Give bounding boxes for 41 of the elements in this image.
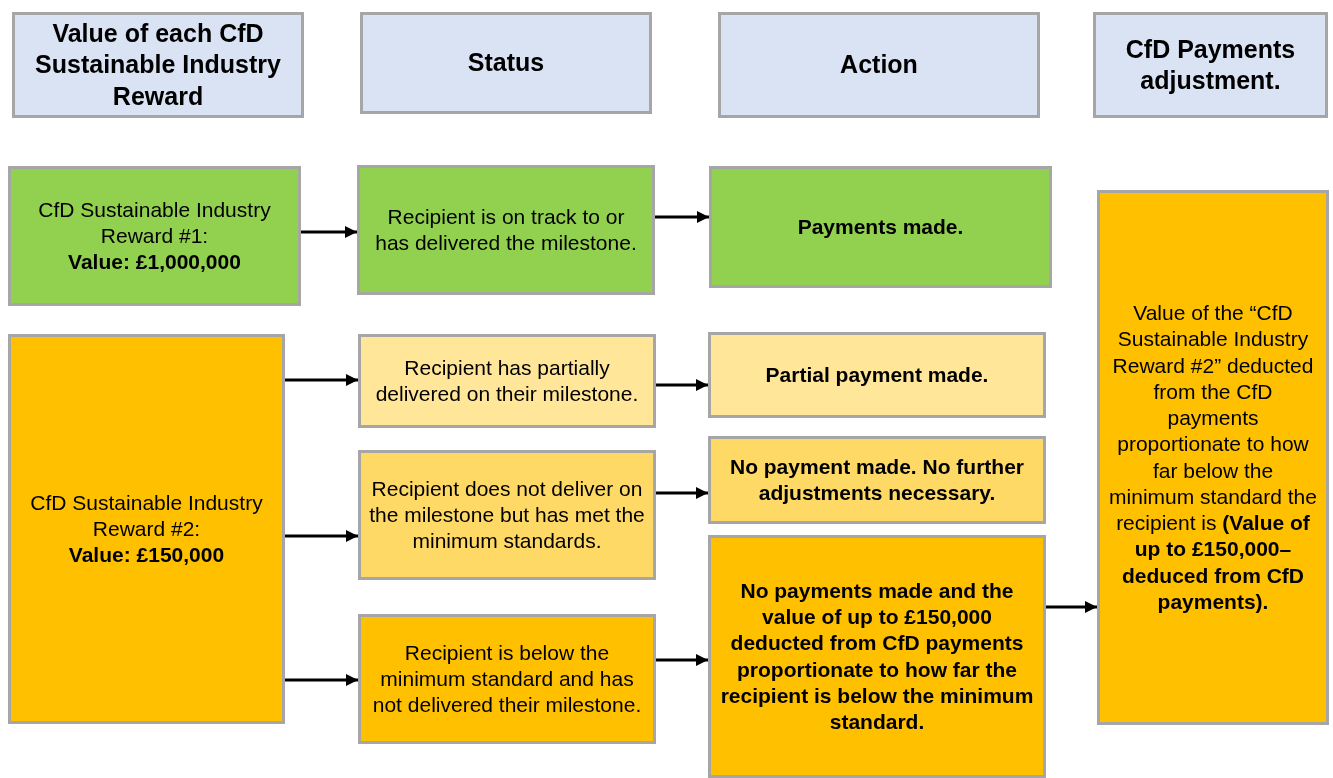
status-box: [358, 450, 656, 580]
arrow: [655, 211, 709, 223]
action-box: [708, 535, 1046, 778]
box-text: CfD Sustainable Industry Reward #1:: [37, 196, 272, 249]
box-text: No payment made. No further adjustments necessary.: [728, 453, 1025, 506]
action-box: [708, 332, 1046, 418]
arrow: [1046, 601, 1097, 613]
column-header-box: [718, 12, 1040, 118]
box-text: Partial payment made.: [765, 361, 989, 388]
box-text: Recipient has partially delivered on their milestone.: [374, 354, 640, 407]
arrow: [656, 487, 708, 499]
status-box: [358, 334, 656, 428]
adjustment-box: [1097, 190, 1329, 725]
box-text: Recipient is below the minimum standard and has not delivered their milestone.: [371, 639, 643, 719]
arrow: [656, 379, 708, 391]
column-heading: CfD Payments adjustment.: [1124, 33, 1297, 96]
box-text: No payments made and the value of up to £150,000 deducted from CfD payments proportionate to how far the recipient is below the minimum standard.: [719, 577, 1035, 735]
arrow: [285, 674, 358, 686]
column-heading: Action: [840, 49, 918, 81]
box-text: CfD Sustainable Industry Reward #2:: [29, 489, 264, 542]
reward-box: [8, 334, 285, 724]
column-heading: Value of each CfD Sustainable Industry Reward: [34, 18, 282, 112]
status-box: [358, 614, 656, 744]
arrow: [285, 530, 358, 542]
box-text: Value: £150,000: [68, 542, 225, 569]
reward-box: [8, 166, 301, 306]
column-header-box: [1093, 12, 1328, 118]
box-text: Value of the “CfD Sustainable Industry Reward #2” deducted from the CfD payments proportionate to how far below the minimum standard the recipient is (Value of up to £150,000– deduced from CfD payments).: [1108, 300, 1318, 615]
box-text: Recipient does not deliver on the milestone but has met the minimum standards.: [369, 475, 645, 555]
action-box: [709, 166, 1052, 288]
arrow: [285, 374, 358, 386]
column-heading: Status: [467, 47, 545, 79]
column-header-box: [360, 12, 652, 114]
arrow: [301, 226, 357, 238]
status-box: [357, 165, 655, 295]
box-text: Value: £1,000,000: [68, 249, 241, 276]
column-header-box: [12, 12, 304, 118]
action-box: [708, 436, 1046, 524]
box-text: Recipient is on track to or has delivered the milestone.: [374, 203, 638, 256]
arrow: [656, 654, 708, 666]
box-text: Payments made.: [797, 213, 964, 240]
